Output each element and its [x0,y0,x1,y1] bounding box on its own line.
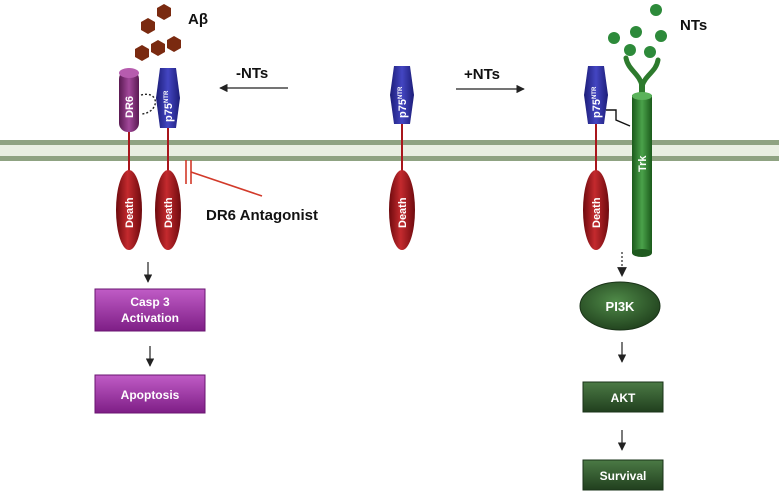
death-domain [389,170,415,250]
p75-label: p75 [163,103,175,122]
nts-label: NTs [680,17,707,34]
p75-superscript: NTR [398,86,404,99]
p75-receptor-left: p75NTR Death [155,68,181,250]
dr6-label: DR6 [124,96,136,118]
nt-dot [650,4,662,16]
abeta-hexagon [141,18,155,34]
survival-box: Survival [582,459,664,491]
akt-box: AKT [582,381,664,413]
svg-text:p75NTR: p75NTR [163,90,175,122]
abeta-hexagon [167,36,181,52]
pi3k-node: PI3K [579,281,661,331]
trk-receptor: Trk [623,55,661,257]
p75-superscript: NTR [164,90,170,103]
nt-dot [655,30,667,42]
abeta-hexagon [151,40,165,56]
death-label: Death [397,197,409,228]
abeta-ligands [135,4,181,61]
abeta-hexagon [157,4,171,20]
casp3-activation-box: Casp 3 Activation [94,288,206,332]
p75-label: p75 [397,99,409,118]
survival-label: Survival [600,469,647,483]
abeta-label: Aβ [188,11,208,28]
trk-label: Trk [637,155,649,172]
p75-label: p75 [591,99,603,118]
cell-membrane [0,140,779,161]
apoptosis-box: Apoptosis [94,374,206,414]
death-label: Death [124,197,136,228]
p75-superscript: NTR [592,86,598,99]
casp3-line1: Casp 3 [130,295,170,309]
nt-dot [630,26,642,38]
death-label: Death [163,197,175,228]
casp3-line2: Activation [121,311,179,325]
death-domain [116,170,142,250]
nt-dot [624,44,636,56]
svg-text:p75NTR: p75NTR [397,86,409,118]
plus-nts-label: +NTs [464,66,500,83]
dr6-antagonist-label: DR6 Antagonist [206,207,318,224]
akt-label: AKT [611,391,636,405]
nt-ligands [608,4,667,58]
abeta-hexagon [135,45,149,61]
svg-text:p75NTR: p75NTR [591,86,603,118]
p75-receptor-right: p75NTR Death [583,66,609,250]
death-label: Death [591,197,603,228]
p75-trk-link [606,109,631,127]
dr6-antagonist-blocker [185,160,263,197]
pi3k-label: PI3K [606,299,636,314]
dr6-p75-interaction [140,93,157,115]
death-domain [155,170,181,250]
death-domain [583,170,609,250]
p75-receptor-center: p75NTR Death [389,66,415,250]
nt-dot [644,46,656,58]
nt-dot [608,32,620,44]
minus-nts-label: -NTs [236,65,268,82]
apoptosis-label: Apoptosis [121,388,180,402]
dr6-receptor: DR6 Death [116,68,142,250]
